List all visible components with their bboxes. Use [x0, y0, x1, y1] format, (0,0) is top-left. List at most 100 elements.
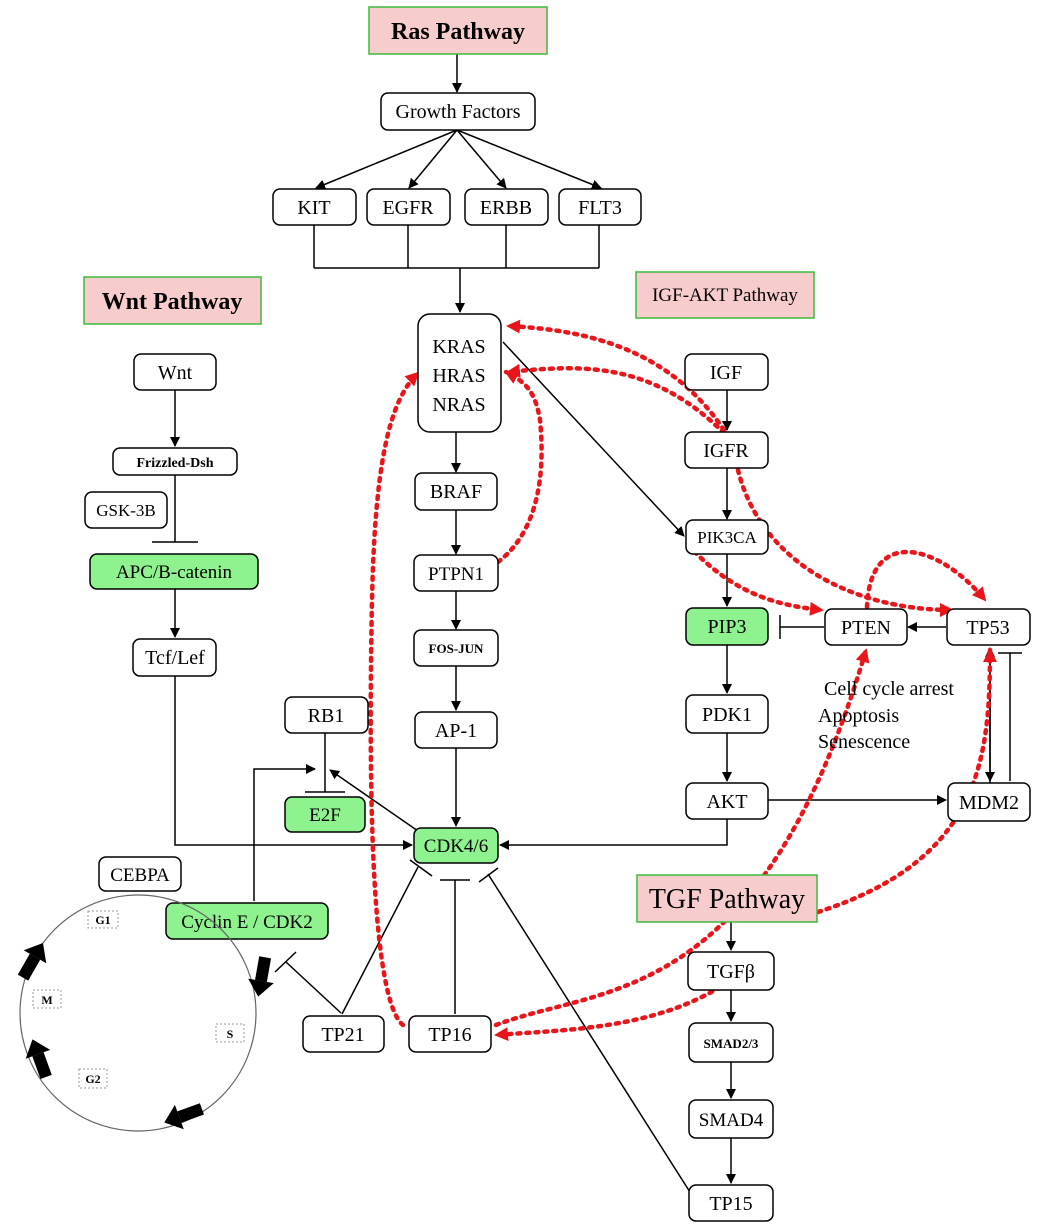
- node-erbb: ERBB: [464, 188, 549, 226]
- cell-cycle-arrow-g1-s: [248, 956, 274, 997]
- igf-akt-pathway-title: IGF-AKT Pathway: [635, 271, 815, 319]
- cell-cycle-arrow-g2-m: [25, 1039, 52, 1079]
- node-fos-jun: FOS-JUN: [413, 629, 499, 667]
- svg-text:TP16: TP16: [428, 1024, 471, 1046]
- svg-text:Frizzled-Dsh: Frizzled-Dsh: [137, 456, 214, 471]
- node-pik3ca: PIK3CA: [685, 519, 769, 555]
- node-gsk3b: GSK-3B: [84, 491, 168, 529]
- svg-text:SMAD4: SMAD4: [699, 1110, 764, 1131]
- svg-text:Wnt: Wnt: [158, 362, 193, 384]
- svg-text:TP15: TP15: [709, 1193, 752, 1215]
- node-tp21: TP21: [302, 1015, 385, 1053]
- svg-text:PIK3CA: PIK3CA: [697, 528, 757, 547]
- node-ap1: AP-1: [414, 711, 498, 749]
- svg-text:CEBPA: CEBPA: [110, 865, 170, 886]
- svg-text:IGFR: IGFR: [703, 440, 749, 462]
- node-tgfb: TGFβ: [687, 951, 775, 991]
- svg-text:S: S: [227, 1027, 234, 1041]
- svg-text:TP21: TP21: [321, 1024, 364, 1046]
- node-e2f: E2F: [284, 796, 366, 833]
- node-ptpn1: PTPN1: [413, 554, 499, 592]
- cell-cycle-phase-m: M: [32, 989, 62, 1009]
- svg-text:AKT: AKT: [706, 791, 747, 813]
- svg-text:TGF Pathway: TGF Pathway: [649, 884, 805, 915]
- svg-text:PTPN1: PTPN1: [428, 564, 484, 585]
- svg-text:MDM2: MDM2: [959, 792, 1019, 814]
- node-frizzled-dsh: Frizzled-Dsh: [112, 447, 238, 476]
- svg-text:PTEN: PTEN: [841, 617, 891, 639]
- node-egfr: EGFR: [366, 188, 451, 226]
- svg-text:TP53: TP53: [966, 617, 1009, 639]
- node-tp16: TP16: [408, 1015, 492, 1053]
- svg-text:HRAS: HRAS: [432, 365, 485, 387]
- svg-text:PDK1: PDK1: [702, 704, 752, 726]
- svg-text:KRAS: KRAS: [432, 336, 485, 358]
- node-smad23: SMAD2/3: [688, 1022, 774, 1063]
- node-mdm2: MDM2: [947, 782, 1031, 822]
- node-cebpa: CEBPA: [98, 856, 182, 892]
- svg-text:BRAF: BRAF: [430, 481, 482, 503]
- svg-text:NRAS: NRAS: [432, 394, 485, 416]
- node-pten: PTEN: [824, 608, 908, 646]
- svg-text:Cell cycle arrest: Cell cycle arrest: [824, 678, 954, 700]
- node-kit: KIT: [272, 188, 357, 226]
- red-dotted-edges: [368, 319, 997, 1042]
- svg-text:RB1: RB1: [308, 705, 345, 727]
- svg-text:IGF: IGF: [710, 362, 742, 384]
- svg-text:M: M: [41, 993, 52, 1007]
- node-pip3: PIP3: [685, 607, 769, 646]
- svg-text:FLT3: FLT3: [578, 197, 622, 219]
- ras-pathway-title: Ras Pathway: [368, 6, 548, 55]
- svg-text:FOS-JUN: FOS-JUN: [429, 641, 485, 656]
- node-braf: BRAF: [414, 472, 498, 511]
- node-pdk1: PDK1: [685, 694, 769, 734]
- node-tp15: TP15: [688, 1184, 774, 1222]
- node-cyclin-e-cdk2: Cyclin E / CDK2: [165, 902, 329, 940]
- cell-cycle-phase-g1: G1: [87, 910, 119, 929]
- svg-text:GSK-3B: GSK-3B: [96, 501, 156, 520]
- tgf-pathway-title: TGF Pathway: [636, 874, 818, 923]
- svg-text:CDK4/6: CDK4/6: [424, 836, 488, 857]
- cell-cycle-arrow-m-g1: [17, 942, 47, 981]
- node-igf: IGF: [684, 353, 769, 391]
- node-smad4: SMAD4: [688, 1099, 774, 1139]
- cell-cycle-arrow-s-g2: [164, 1103, 204, 1130]
- svg-text:IGF-AKT Pathway: IGF-AKT Pathway: [652, 285, 798, 306]
- svg-text:Apoptosis: Apoptosis: [818, 705, 899, 727]
- svg-text:AP-1: AP-1: [435, 720, 477, 742]
- cell-cycle-phase-s: S: [215, 1023, 245, 1043]
- svg-text:E2F: E2F: [309, 805, 341, 826]
- svg-text:Senescence: Senescence: [818, 731, 910, 753]
- svg-text:APC/B-catenin: APC/B-catenin: [116, 562, 233, 583]
- svg-text:Wnt Pathway: Wnt Pathway: [102, 289, 243, 315]
- outcomes-label: Cell cycle arrest Apoptosis Senescence: [818, 678, 954, 753]
- cell-cycle-diagram: G1 S G2 M: [17, 894, 274, 1132]
- node-akt: AKT: [685, 782, 769, 820]
- svg-text:Ras Pathway: Ras Pathway: [391, 19, 525, 45]
- svg-text:EGFR: EGFR: [382, 197, 434, 219]
- node-apc-bcatenin: APC/B-catenin: [89, 553, 259, 590]
- node-cdk46: CDK4/6: [413, 827, 499, 864]
- svg-text:ERBB: ERBB: [480, 197, 532, 219]
- svg-text:G1: G1: [95, 913, 110, 927]
- node-tcf-lef: Tcf/Lef: [132, 638, 217, 677]
- svg-text:KIT: KIT: [297, 197, 330, 219]
- svg-text:Tcf/Lef: Tcf/Lef: [145, 647, 205, 669]
- solid-edges: [152, 54, 1022, 1201]
- wnt-pathway-title: Wnt Pathway: [83, 276, 262, 325]
- svg-text:Cyclin E / CDK2: Cyclin E / CDK2: [181, 912, 312, 933]
- svg-text:Growth Factors: Growth Factors: [396, 101, 521, 123]
- svg-text:G2: G2: [85, 1072, 100, 1086]
- node-flt3: FLT3: [558, 188, 642, 226]
- node-igfr: IGFR: [684, 431, 769, 469]
- svg-text:SMAD2/3: SMAD2/3: [704, 1036, 759, 1051]
- node-wnt: Wnt: [133, 353, 217, 391]
- svg-text:PIP3: PIP3: [708, 616, 747, 638]
- node-rb1: RB1: [284, 696, 369, 734]
- cell-cycle-phase-g2: G2: [78, 1068, 108, 1089]
- node-growth-factors: Growth Factors: [380, 92, 536, 131]
- svg-text:TGFβ: TGFβ: [707, 961, 755, 983]
- node-ras-family: KRAS HRAS NRAS: [417, 313, 502, 433]
- node-tp53: TP53: [946, 608, 1031, 646]
